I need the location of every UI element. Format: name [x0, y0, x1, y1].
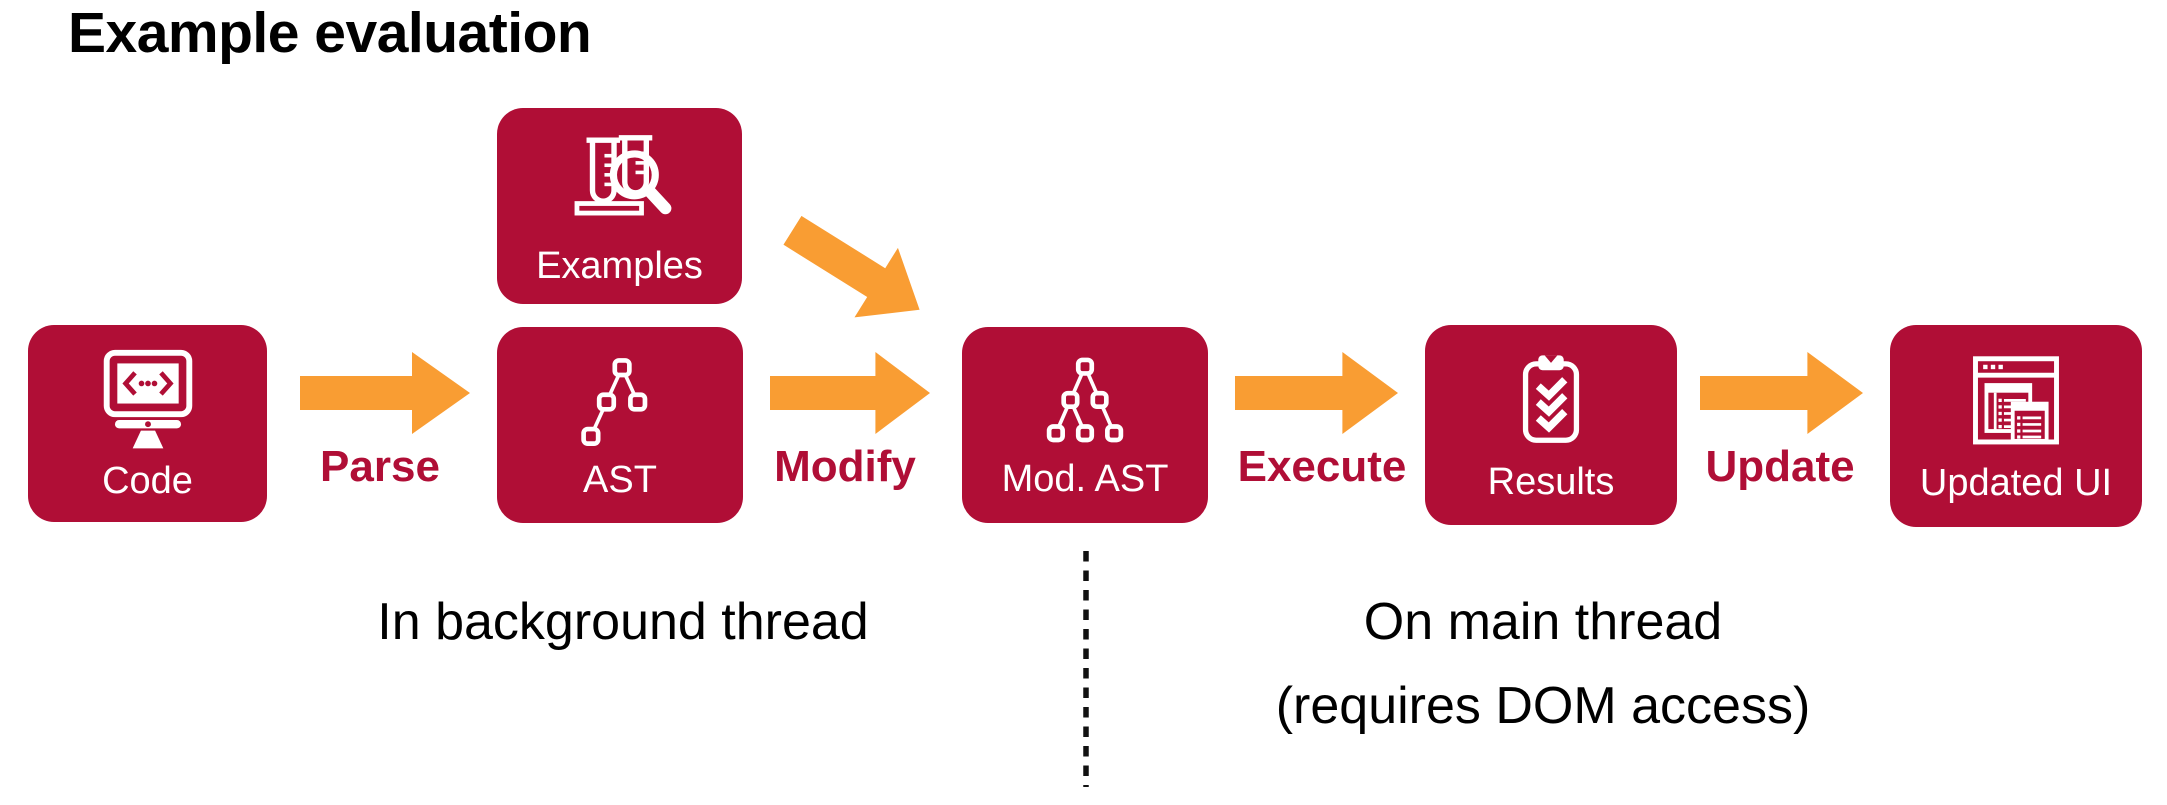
ast-tree-icon [581, 358, 648, 446]
main-thread-label-line2: (requires DOM access) [1275, 677, 1811, 735]
results-clipboard-icon [1522, 355, 1580, 443]
modify-arrow-label: Modify [774, 442, 916, 491]
node-label-ast: AST [583, 459, 657, 501]
node-label-mod-ast: Mod. AST [1001, 458, 1169, 500]
update-arrow-icon [1700, 352, 1863, 434]
parse-arrow-label: Parse [320, 442, 440, 491]
update-arrow-label: Update [1705, 442, 1855, 491]
code-monitor-icon [103, 349, 192, 448]
parse-arrow-icon [300, 352, 470, 434]
thread-divider-dashed-line [1083, 551, 1089, 787]
node-updated-ui: Updated UI [1890, 325, 2142, 527]
node-label-results: Results [1487, 461, 1615, 503]
modified-ast-tree-icon [1046, 357, 1124, 443]
node-label-examples: Examples [536, 245, 703, 287]
test-tubes-magnifier-icon [574, 135, 671, 216]
execute-arrow-label: Execute [1237, 442, 1407, 491]
node-mod-ast: Mod. AST [962, 327, 1208, 523]
node-label-updated-ui: Updated UI [1919, 462, 2113, 504]
node-results: Results [1425, 325, 1677, 525]
node-ast: AST [497, 327, 743, 523]
updated-ui-window-icon [1973, 356, 2059, 445]
diagram-title: Example evaluation [68, 1, 592, 65]
node-label-code: Code [102, 459, 193, 502]
examples-to-mod-ast-arrow-icon [783, 215, 920, 318]
execute-arrow-icon [1235, 352, 1398, 434]
main-thread-label-line1: On main thread [1363, 593, 1723, 651]
background-thread-label: In background thread [377, 593, 869, 651]
modify-arrow-icon [770, 352, 930, 434]
node-examples: Examples [497, 108, 742, 304]
node-code: Code [28, 325, 267, 522]
